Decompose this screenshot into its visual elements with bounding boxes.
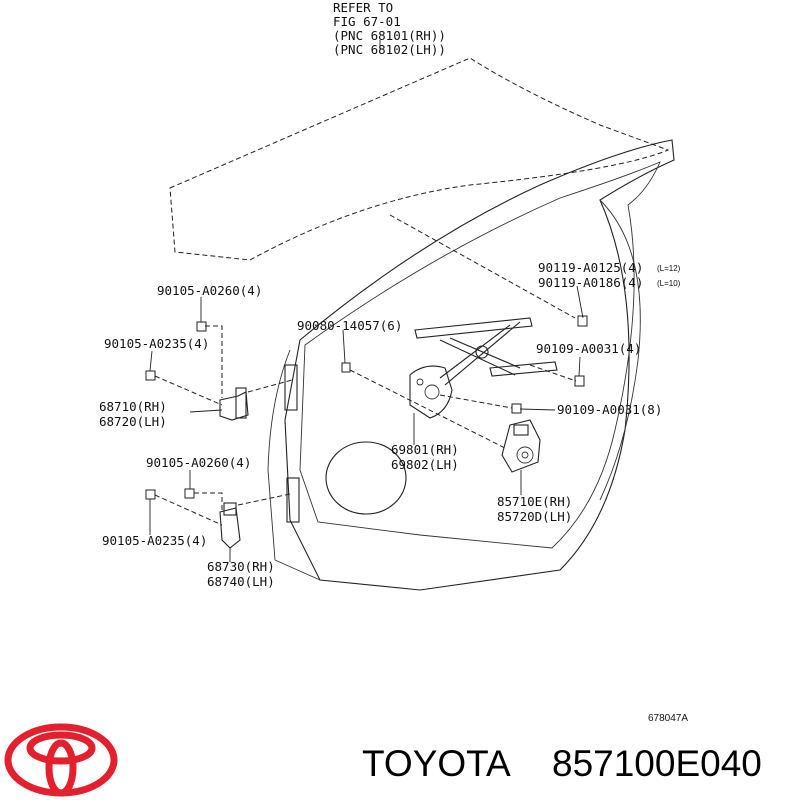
guide-line-upper-hinge-top [205, 325, 223, 398]
upper-hinge [219, 387, 249, 421]
label-bolt-top-right-1: 90119-A0125(4) [538, 260, 643, 275]
window-regulator [409, 317, 558, 419]
door-frame-line [599, 199, 641, 501]
part-number: 857100E040 [552, 743, 762, 784]
refer-note-line-2: FIG 67-01 [333, 14, 401, 29]
door-glass-outline [169, 57, 670, 261]
refer-note-line-1: REFER TO [333, 0, 393, 15]
label-bolt-center: 90080-14057(6) [297, 318, 402, 333]
guide-line-glass [389, 214, 576, 319]
label-bolt-right-mid: 90109-A0031(4) [536, 341, 641, 356]
door-edge-line [267, 349, 321, 581]
guide-line-lower-hinge-side [154, 494, 223, 526]
window-motor [501, 419, 541, 473]
hinge-strip-lower [286, 477, 300, 523]
hinge-strip-upper [284, 364, 298, 411]
label-lower-hinge-lh: 68740(LH) [207, 574, 275, 589]
guide-line-center-bolt [349, 369, 506, 449]
door-inner-outline [299, 161, 661, 549]
toyota-logo-icon [4, 723, 118, 797]
label-upper-hinge-lh: 68720(LH) [99, 414, 167, 429]
refer-note-line-4: (PNC 68102(LH)) [333, 42, 446, 57]
guide-line-right-mid [529, 364, 577, 382]
lower-hinge [219, 502, 241, 549]
guide-line-right-lower [439, 394, 513, 409]
label-lower-hinge-rh: 68730(RH) [207, 559, 275, 574]
door-shell-outline [284, 139, 675, 591]
label-bolt-top-right-2-length: (L=10) [657, 279, 681, 288]
label-bolt-right-lower: 90109-A0031(8) [557, 402, 662, 417]
leader-lines [149, 40, 584, 562]
refer-note-line-3: (PNC 68101(RH)) [333, 28, 446, 43]
label-bolt-lower-hinge-side: 90105-A0235(4) [102, 533, 207, 548]
guide-line-upper-hinge-side [154, 375, 223, 406]
label-bolt-top-right-1-length: (L=12) [657, 264, 681, 273]
label-bolt-upper-hinge-side: 90105-A0235(4) [104, 336, 209, 351]
speaker-opening [325, 441, 407, 515]
label-motor-lh: 85720D(LH) [497, 509, 572, 524]
guide-line-lower-hinge-top [194, 492, 223, 510]
bolt-icons [145, 315, 588, 500]
figure-code: 678047A [648, 713, 688, 724]
label-motor-rh: 85710E(RH) [497, 494, 572, 509]
guide-line-lower-hinge-door [237, 493, 291, 506]
label-regulator-lh: 69802(LH) [391, 457, 459, 472]
label-bolt-upper-hinge-top: 90105-A0260(4) [157, 283, 262, 298]
label-bolt-top-right-2: 90119-A0186(4) [538, 275, 643, 290]
label-bolt-lower-hinge-top: 90105-A0260(4) [146, 455, 251, 470]
brand-name: TOYOTA [362, 743, 511, 784]
label-regulator-rh: 69801(RH) [391, 442, 459, 457]
label-upper-hinge-rh: 68710(RH) [99, 399, 167, 414]
